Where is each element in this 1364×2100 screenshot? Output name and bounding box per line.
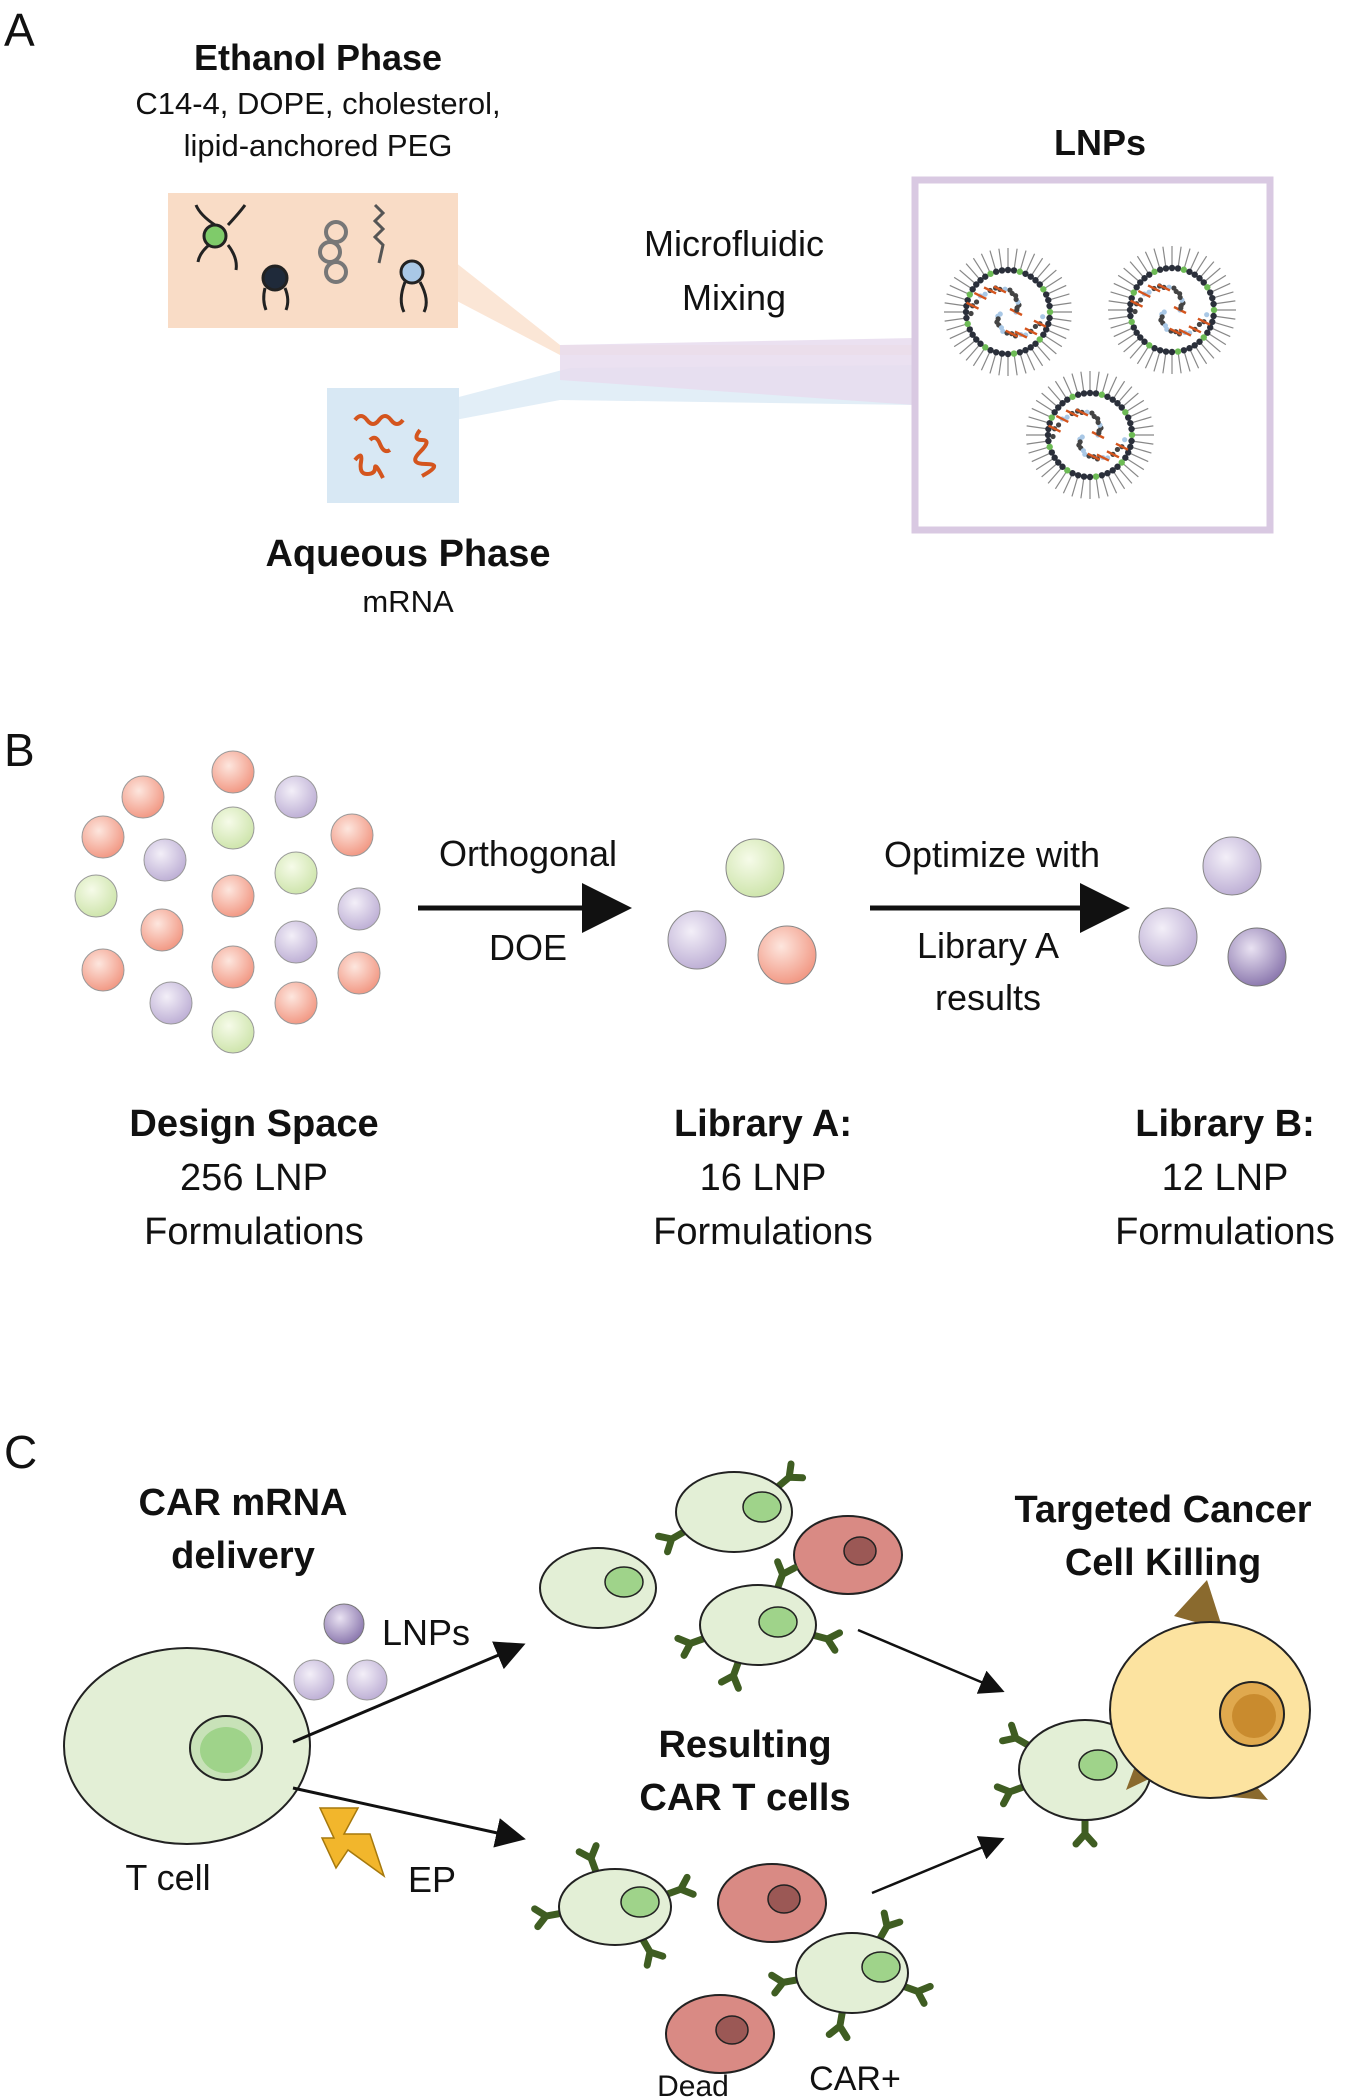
- dead-label: Dead: [657, 2070, 729, 2100]
- cancer-cell: [1109, 1580, 1311, 1800]
- lnp-arrow: [292, 1641, 526, 1744]
- aqueous-phase-title: Aqueous Phase: [265, 533, 550, 575]
- mixing-label: Mixing: [682, 277, 786, 318]
- formulation-particle: [143, 838, 187, 882]
- formulation-particle: [274, 851, 318, 895]
- formulation-particle: [211, 874, 255, 918]
- library-a-formulations: Formulations: [653, 1211, 873, 1253]
- library-a-title: Library A:: [674, 1103, 852, 1145]
- design-space-count: 256 LNP: [180, 1157, 328, 1199]
- library-b-count: 12 LNP: [1162, 1157, 1289, 1199]
- ethanol-phase-components-2: lipid-anchored PEG: [184, 128, 453, 163]
- panel-b-letter: B: [4, 724, 35, 776]
- library-b-title: Library B:: [1135, 1103, 1314, 1145]
- car-t-cell: [654, 1460, 807, 1556]
- lnp-particle: [944, 248, 1072, 376]
- formulation-particle: [81, 948, 125, 992]
- formulation-particle: [121, 775, 165, 819]
- dead-cell: [793, 1515, 903, 1595]
- panel-a-letter: A: [4, 4, 35, 56]
- dead-cell: [717, 1863, 827, 1943]
- car-t-cell: [768, 1909, 934, 2042]
- car-t-cells: [531, 1460, 1177, 2074]
- lipid-icons: [194, 203, 428, 313]
- formulation-particle: [337, 951, 381, 995]
- targeted-killing-title-2: Cell Killing: [1065, 1542, 1261, 1584]
- lnp-dots: [293, 1603, 388, 1701]
- t-cell: [63, 1647, 311, 1845]
- design-space-formulations: Formulations: [144, 1211, 364, 1253]
- optimize-label-3: results: [935, 977, 1041, 1018]
- formulation-particle: [211, 750, 255, 794]
- car-t-cell: [531, 1842, 697, 1969]
- ethanol-phase-title: Ethanol Phase: [194, 37, 442, 78]
- formulation-particle: [81, 815, 125, 859]
- formulation-particle: [211, 945, 255, 989]
- car-plus-label: CAR+: [809, 2060, 901, 2098]
- formulation-particle: [140, 908, 184, 952]
- formulation-particle: [274, 981, 318, 1025]
- lnp-particles: [944, 246, 1236, 499]
- design-space-title: Design Space: [129, 1103, 378, 1145]
- microfluidic-channels: [440, 255, 915, 420]
- doe-label-1: Orthogonal: [439, 833, 617, 874]
- formulation-particle: [330, 813, 374, 857]
- optimize-label-2: Library A: [917, 925, 1059, 966]
- lnps-title: LNPs: [1054, 122, 1146, 163]
- formulation-particle: [74, 874, 118, 918]
- formulation-particle: [274, 775, 318, 819]
- resulting-car-t-title: Resulting: [658, 1724, 831, 1766]
- t-cell-label: T cell: [125, 1857, 210, 1898]
- library-a-count: 16 LNP: [700, 1157, 827, 1199]
- lower-to-killing-arrow: [871, 1836, 1005, 1895]
- library-b-particles: [1138, 836, 1287, 987]
- aqueous-phase-box: [327, 388, 459, 503]
- lightning-bolt-icon: [318, 1807, 386, 1878]
- resulting-car-t-title-2: CAR T cells: [639, 1777, 850, 1819]
- optimize-label-1: Optimize with: [884, 834, 1100, 875]
- lnp-particle: [1026, 371, 1154, 499]
- library-a-particles: [667, 838, 817, 985]
- lnp-particle: [1108, 246, 1236, 374]
- car-mrna-delivery-title-2: delivery: [171, 1535, 315, 1577]
- library-b-formulations: Formulations: [1115, 1211, 1335, 1253]
- doe-label-2: DOE: [489, 927, 567, 968]
- car-mrna-delivery-title: CAR mRNA: [139, 1482, 348, 1524]
- formulation-particle: [211, 1010, 255, 1054]
- dead-cell: [665, 1994, 775, 2074]
- mrna-icons: [353, 414, 436, 479]
- ethanol-phase-components: C14-4, DOPE, cholesterol,: [135, 86, 500, 121]
- car-t-cell: [539, 1547, 657, 1629]
- upper-to-killing-arrow: [857, 1628, 1005, 1694]
- ep-arrow: [292, 1786, 526, 1848]
- design-space-particles: [74, 750, 381, 1054]
- ep-label: EP: [408, 1859, 456, 1900]
- formulation-particle: [274, 920, 318, 964]
- formulation-particle: [211, 806, 255, 850]
- lnps-label: LNPs: [382, 1612, 470, 1653]
- formulation-particle: [149, 981, 193, 1025]
- formulation-particle: [337, 887, 381, 931]
- car-t-cell: [674, 1558, 844, 1692]
- panel-c-letter: C: [4, 1426, 37, 1478]
- targeted-killing-title: Targeted Cancer: [1014, 1489, 1311, 1531]
- microfluidic-label: Microfluidic: [644, 223, 824, 264]
- aqueous-phase-sub: mRNA: [362, 584, 454, 619]
